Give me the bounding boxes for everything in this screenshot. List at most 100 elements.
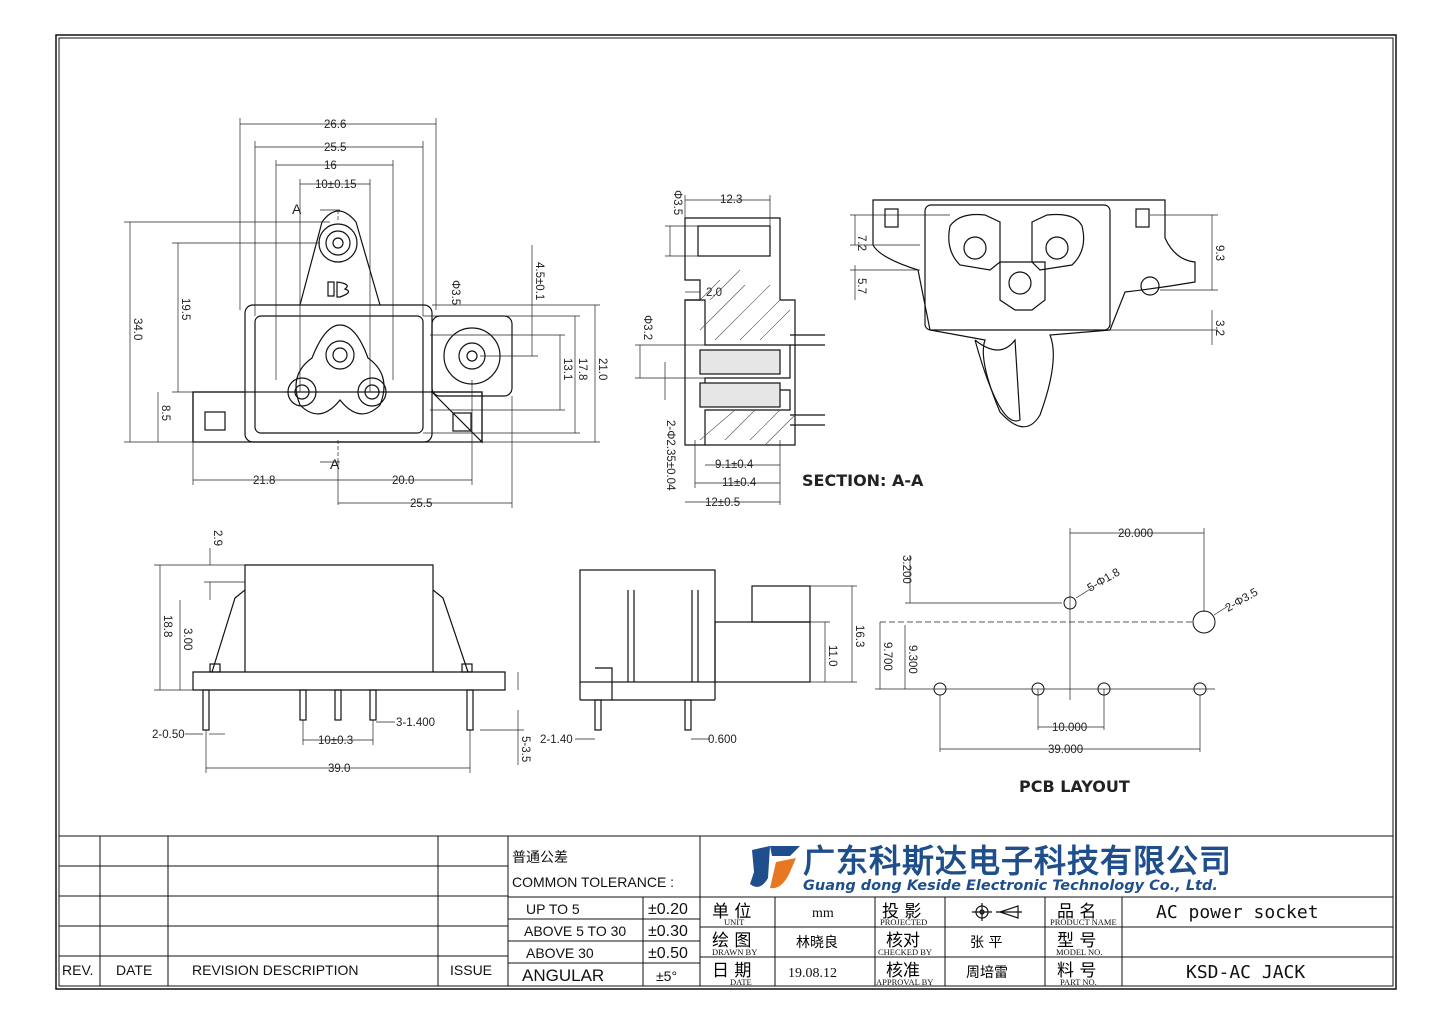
side-view (192, 564, 506, 731)
dim-sec-12: 12±0.5 (705, 497, 740, 509)
sheet-outer-border (55, 34, 1397, 990)
dim-side-2-0-50: 2-0.50 (152, 729, 185, 741)
dim-sec-phi3-5: Φ3.5 (671, 190, 683, 215)
company-name-cn: 广东科斯达电子科技有限公司 (803, 842, 1232, 880)
dim-end-2-1-40: 2-1.40 (540, 734, 573, 746)
rear-view-dim-text: 7.2 5.7 9.3 3.2 (855, 235, 1225, 336)
tol-range-4: ANGULAR (522, 966, 604, 985)
section-marker-top: A (292, 201, 302, 217)
title-fields: 单 位 UNIT mm 投 影 PROJECTED 绘 图 DRAWN BY 林… (712, 902, 1319, 987)
dim-pcb-9-7: 9.700 (881, 642, 893, 671)
company-name-en: Guang dong Keside Electronic Technology … (803, 878, 1218, 894)
tol-value-2: ±0.30 (648, 923, 688, 940)
date-label-en: DATE (730, 977, 752, 987)
front-view-dimensions (124, 118, 600, 508)
section-dim-text: 12.3 Φ3.5 2.0 Φ3.2 2-Φ2.35±0.04 9.1±0.4 … (641, 190, 757, 509)
section-title: SECTION: A-A (802, 471, 924, 490)
product-label-en: PRODUCT NAME (1050, 917, 1117, 927)
side-view-dimensions (154, 548, 524, 773)
dim-pcb-39: 39.000 (1048, 744, 1083, 756)
part-label-en: PART NO. (1060, 977, 1097, 987)
dim-rear-3-2: 3.2 (1213, 320, 1225, 336)
pcb-title: PCB LAYOUT (1019, 777, 1130, 796)
dim-21-0: 21.0 (596, 358, 608, 380)
dim-21-8: 21.8 (253, 475, 275, 487)
projected-label-cn: 投 影 (882, 902, 921, 922)
tol-range-1: UP TO 5 (526, 901, 580, 917)
date-header: DATE (116, 962, 152, 978)
company-logo (750, 846, 800, 889)
tol-range-2: ABOVE 5 TO 30 (524, 923, 626, 939)
dim-8-5: 8.5 (159, 405, 171, 421)
tol-range-3: ABOVE 30 (526, 945, 594, 961)
part-value: KSD-AC JACK (1186, 962, 1305, 983)
unit-label-en: UNIT (724, 917, 745, 927)
end-view-dim-text: 11.0 16.3 2-1.40 0.600 (540, 625, 865, 746)
dim-10: 10±0.15 (315, 179, 357, 191)
dim-sec-11: 11±0.4 (722, 477, 757, 489)
dim-side-10: 10±0.3 (318, 735, 353, 747)
dim-rear-7-2: 7.2 (855, 235, 867, 251)
tolerance-table: 普通公差 COMMON TOLERANCE : UP TO 5 ±0.20 AB… (512, 850, 688, 985)
dim-pcb-20: 20.000 (1118, 528, 1153, 540)
dim-19-5: 19.5 (179, 298, 191, 320)
tolerance-title-cn: 普通公差 (512, 850, 568, 866)
dim-rear-5-7: 5.7 (855, 278, 867, 294)
dim-side-3-1-400: 3-1.400 (396, 717, 435, 729)
end-view (579, 569, 811, 731)
model-label-cn: 型 号 (1057, 931, 1096, 951)
approval-label-cn: 核准 (886, 961, 920, 981)
checked-value: 张 平 (970, 935, 1002, 951)
pcb-dimensions (875, 528, 1229, 752)
rev-header: REV. (62, 962, 93, 978)
rear-view (872, 199, 1196, 428)
dim-rear-9-3: 9.3 (1213, 245, 1225, 261)
tol-value-4: ±5° (656, 968, 677, 984)
pcb-dim-text: 20.000 3.200 5-Φ1.8 2-Φ3.5 9.700 9.300 1… (881, 528, 1260, 756)
section-view (684, 217, 825, 446)
dim-pcb-2-phi3-5: 2-Φ3.5 (1224, 587, 1261, 615)
dim-25-5b: 25.5 (410, 498, 432, 510)
dim-16: 16 (324, 160, 337, 172)
dim-25-5: 25.5 (324, 142, 346, 154)
issue-header: ISSUE (450, 962, 492, 978)
dim-sec-2-phi2-35: 2-Φ2.35±0.04 (664, 420, 676, 491)
drawn-label-en: DRAWN BY (712, 947, 757, 957)
dim-17-8: 17.8 (576, 358, 588, 380)
approval-label-en: APPROVAL BY (876, 977, 933, 987)
description-header: REVISION DESCRIPTION (192, 962, 358, 978)
rear-view-dimensions (850, 214, 1218, 345)
tolerance-title-en: COMMON TOLERANCE : (512, 874, 674, 890)
sheet-inner-border (58, 37, 1394, 987)
dim-sec-12-3: 12.3 (720, 194, 742, 206)
side-view-dim-text: 2.9 18.8 3.00 2-0.50 3-1.400 10±0.3 39.0… (152, 530, 531, 775)
dim-4-5: 4.5±0.1 (533, 262, 545, 300)
dim-13-1: 13.1 (561, 358, 573, 380)
tol-value-1: ±0.20 (648, 901, 688, 918)
tol-value-3: ±0.50 (648, 945, 688, 962)
title-block-grid (59, 835, 1393, 986)
approval-value: 周培雷 (966, 965, 1008, 981)
model-label-en: MODEL NO. (1056, 947, 1102, 957)
dim-pcb-5-phi1-8: 5-Φ1.8 (1086, 567, 1123, 595)
product-label-cn: 品 名 (1057, 902, 1096, 922)
dim-34-0: 34.0 (131, 318, 143, 340)
dim-sec-phi3-2: Φ3.2 (641, 315, 653, 340)
dim-pcb-10: 10.000 (1052, 722, 1087, 734)
pcb-layout (933, 596, 1216, 696)
dim-phi3-5: Φ3.5 (449, 280, 461, 305)
dim-side-39-0: 39.0 (328, 763, 350, 775)
revision-table: REV. DATE REVISION DESCRIPTION ISSUE (62, 962, 492, 978)
dim-end-0-600: 0.600 (708, 734, 737, 746)
dim-20-0: 20.0 (392, 475, 414, 487)
dim-pcb-9-3: 9.300 (906, 645, 918, 674)
drawn-value: 林晓良 (796, 935, 838, 951)
dim-pcb-3-2: 3.200 (900, 555, 912, 584)
dim-side-5-3-5: 5-3.5 (519, 736, 531, 762)
end-view-dimensions (575, 585, 857, 740)
front-view (192, 210, 513, 444)
date-label-cn: 日 期 (712, 961, 751, 981)
dim-side-3-00: 3.00 (181, 628, 193, 650)
dim-end-16-3: 16.3 (853, 625, 865, 647)
